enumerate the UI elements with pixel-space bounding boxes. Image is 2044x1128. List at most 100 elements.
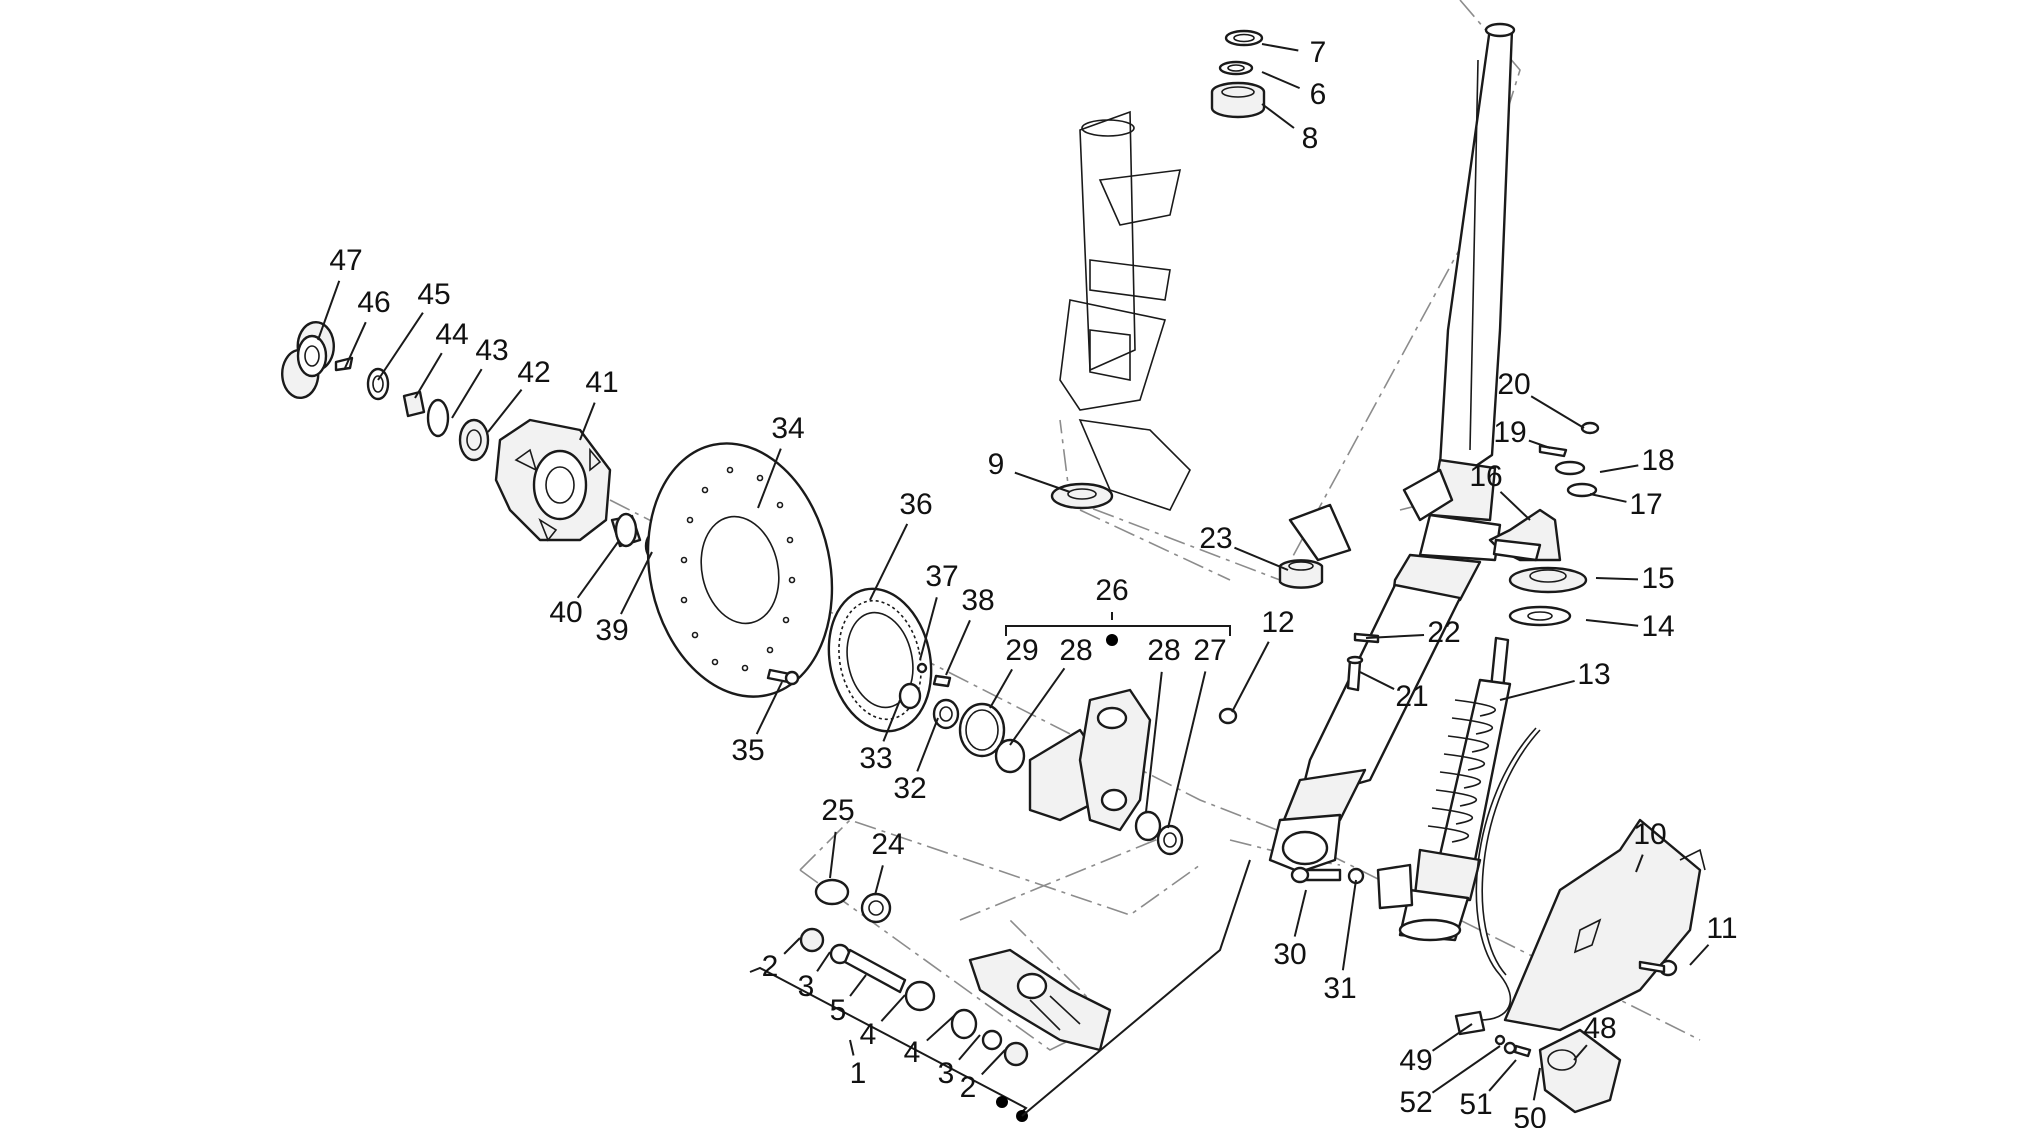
callout-2a: 2 [762, 937, 801, 983]
swing-arm-group [799, 878, 1112, 1067]
callout-40: 40 [549, 541, 619, 629]
callout-leader-2a [783, 937, 801, 955]
callout-label-5: 5 [830, 994, 847, 1027]
callout-label-24: 24 [871, 828, 904, 861]
callout-leader-48 [1573, 1044, 1588, 1061]
callout-38: 38 [945, 584, 995, 676]
callout-label-36: 36 [899, 488, 932, 521]
group-bracket-26 [1005, 625, 1231, 636]
callout-leader-11 [1689, 944, 1710, 966]
callout-52: 52 [1399, 1045, 1501, 1119]
callout-35: 35 [731, 681, 783, 767]
callout-37: 37 [919, 560, 959, 661]
callout-label-40: 40 [549, 596, 582, 629]
callout-47: 47 [317, 244, 363, 341]
callout-label-2a: 2 [762, 950, 779, 983]
callout-15: 15 [1595, 562, 1675, 595]
mudguard-cover [1503, 818, 1706, 1032]
callout-label-41: 41 [585, 366, 618, 399]
callout-leader-2b [981, 1049, 1006, 1076]
fork-steering-tube [1268, 22, 1516, 874]
callout-label-45: 45 [417, 278, 450, 311]
callout-leader-15 [1595, 577, 1639, 581]
callout-8: 8 [1261, 103, 1319, 155]
callout-label-4b: 4 [904, 1036, 921, 1069]
callout-label-48: 48 [1583, 1012, 1616, 1045]
callout-leader-50 [1532, 1067, 1541, 1101]
callout-label-18: 18 [1641, 444, 1674, 477]
callout-leader-8 [1261, 103, 1295, 129]
callout-leader-24 [874, 865, 884, 896]
callout-label-22: 22 [1427, 616, 1460, 649]
steering-column-ghost [1059, 110, 1191, 511]
callout-leader-3b [958, 1034, 981, 1061]
callout-leader-3a [816, 951, 831, 972]
shock-absorber [1376, 636, 1512, 942]
callout-41: 41 [579, 366, 619, 441]
callout-label-44: 44 [435, 318, 468, 351]
callout-6: 6 [1261, 71, 1326, 111]
callout-leader-33 [882, 699, 901, 742]
brake-hose [1475, 727, 1541, 1021]
callout-21: 21 [1359, 671, 1429, 713]
callout-leader-27 [1167, 671, 1207, 829]
callout-label-12: 12 [1261, 606, 1294, 639]
callout-24: 24 [871, 828, 905, 896]
callout-30: 30 [1273, 889, 1307, 971]
callout-leader-29 [989, 668, 1013, 709]
callout-28a: 28 [1009, 634, 1093, 746]
callout-leader-40 [576, 541, 619, 599]
callout-label-26: 26 [1095, 574, 1128, 607]
callout-label-11: 11 [1706, 912, 1737, 945]
callout-leader-47 [317, 280, 341, 341]
callout-leader-37 [919, 597, 938, 661]
callout-label-3a: 3 [798, 970, 815, 1003]
callout-36: 36 [869, 488, 933, 601]
callout-leader-17 [1589, 493, 1627, 503]
callout-27: 27 [1167, 634, 1227, 829]
callout-leader-25 [829, 831, 837, 879]
dust-seal [1050, 482, 1114, 510]
reference-dots [996, 634, 1251, 1122]
callout-leader-42 [487, 389, 523, 433]
callout-leader-22 [1365, 634, 1425, 639]
callout-3a: 3 [798, 951, 831, 1003]
callout-label-30: 30 [1273, 938, 1306, 971]
callout-label-34: 34 [771, 412, 804, 445]
callout-leader-49 [1431, 1023, 1473, 1052]
shock-top-mount-stack [1488, 421, 1600, 627]
callout-34: 34 [757, 412, 805, 509]
callout-3b: 3 [938, 1034, 981, 1090]
wheel-hub-bearings [281, 321, 490, 462]
callout-label-13: 13 [1577, 658, 1610, 691]
callout-50: 50 [1513, 1067, 1547, 1128]
callout-48: 48 [1573, 1012, 1617, 1061]
callout-leader-5 [849, 974, 867, 997]
callout-label-39: 39 [595, 614, 628, 647]
callout-label-35: 35 [731, 734, 764, 767]
callout-label-17: 17 [1629, 488, 1662, 521]
callout-leader-1 [849, 1039, 855, 1056]
callout-label-7: 7 [1310, 36, 1327, 69]
sensor-cover-parts [1454, 1010, 1622, 1114]
callout-label-31: 31 [1323, 972, 1356, 1005]
callout-label-20: 20 [1497, 368, 1530, 401]
callout-12: 12 [1231, 606, 1295, 713]
callout-label-9: 9 [988, 448, 1005, 481]
callout-label-25: 25 [821, 794, 854, 827]
callout-46: 46 [344, 286, 391, 369]
callout-10: 10 [1633, 818, 1667, 873]
callout-25: 25 [821, 794, 855, 879]
callout-leader-46 [344, 321, 367, 369]
callout-leader-34 [757, 448, 782, 509]
callout-label-43: 43 [475, 334, 508, 367]
callout-42: 42 [487, 356, 551, 433]
callout-2b: 2 [960, 1049, 1006, 1104]
callout-leader-4b [926, 1014, 956, 1042]
callout-label-8: 8 [1302, 122, 1319, 155]
callout-label-27: 27 [1193, 634, 1226, 667]
callout-leader-6 [1261, 71, 1301, 90]
callout-label-37: 37 [925, 560, 958, 593]
callout-label-10: 10 [1633, 818, 1666, 851]
